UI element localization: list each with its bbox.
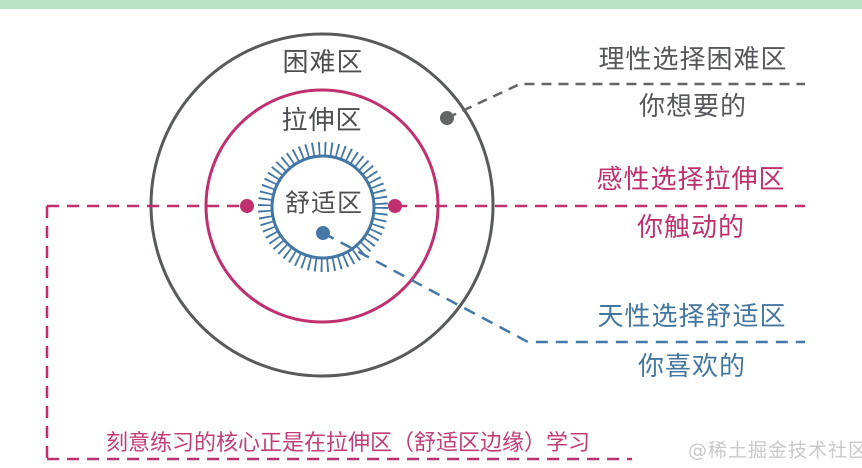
watermark-text: @稀土掘金技术社区 — [687, 439, 862, 462]
emotional-annotation-title: 感性选择拉伸区 — [596, 165, 786, 195]
rational-connector-dot — [440, 111, 454, 125]
comfort-zone-tick-ring — [258, 142, 388, 272]
stretch-zone-label: 拉伸区 — [281, 106, 363, 136]
emotional-annotation-subtitle: 你触动的 — [636, 213, 746, 243]
rational-annotation-title: 理性选择困难区 — [598, 45, 788, 75]
emotional-connector-dot-left — [240, 199, 254, 213]
rational-callout-line — [446, 82, 805, 120]
bottom-note-text: 刻意练习的核心正是在拉伸区（舒适区边缘）学习 — [105, 431, 591, 456]
top-green-band — [0, 0, 862, 9]
comfort-zone-circle — [270, 154, 376, 260]
natural-annotation-title: 天性选择舒适区 — [597, 302, 787, 332]
natural-connector-dot — [316, 226, 330, 240]
natural-annotation-subtitle: 你喜欢的 — [637, 352, 747, 382]
hard-zone-label: 困难区 — [282, 48, 364, 78]
comfort-zone-label: 舒适区 — [284, 188, 364, 218]
rational-annotation-subtitle: 你想要的 — [638, 92, 748, 122]
emotional-connector-dot-right — [388, 199, 402, 213]
